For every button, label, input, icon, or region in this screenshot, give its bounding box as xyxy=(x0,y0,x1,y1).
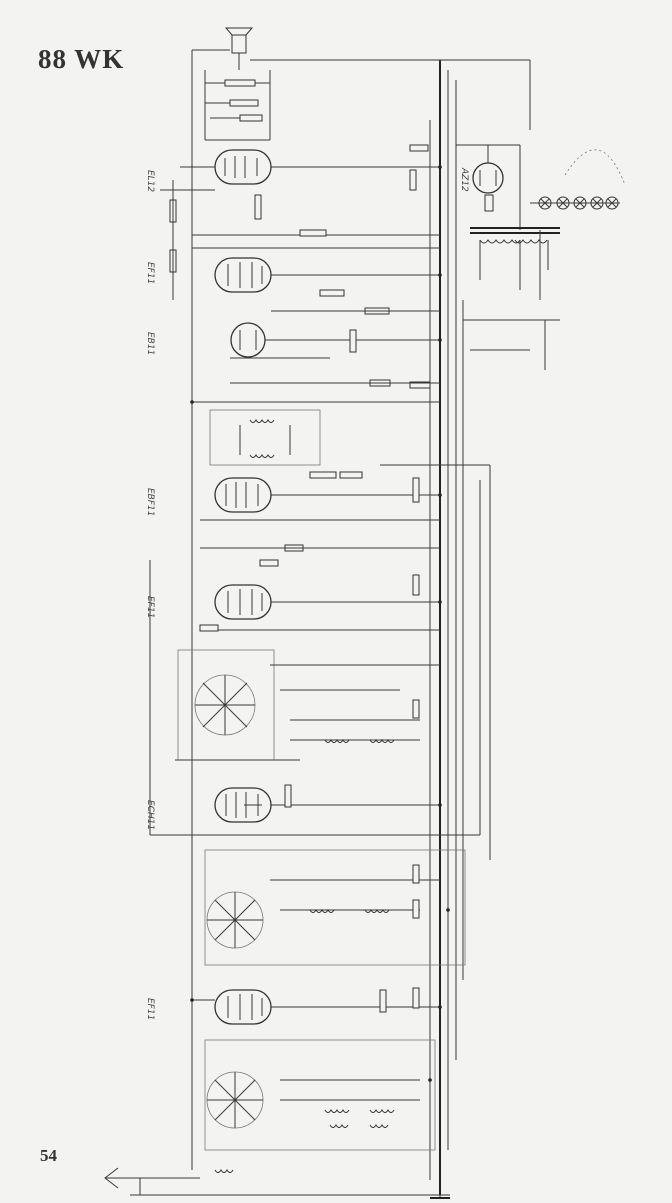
tube-label-ef11-bottom: EF11 xyxy=(145,998,155,1020)
tube-label-ef11-top: EF11 xyxy=(145,262,155,284)
tube-az12 xyxy=(472,162,504,194)
antenna-input xyxy=(104,1167,450,1196)
page-title: 88 WK xyxy=(38,44,125,74)
loudspeaker-icon xyxy=(224,27,254,70)
band-switch-lower xyxy=(204,1039,436,1151)
tube-ef11-top xyxy=(214,257,272,293)
ground-icon xyxy=(430,1195,450,1199)
if-transformer-1 xyxy=(209,409,321,466)
pilot-lamps xyxy=(530,149,626,210)
page-number: 54 xyxy=(40,1146,57,1165)
tube-label-ebf11: EBF11 xyxy=(145,488,155,517)
tube-label-az12: AZ12 xyxy=(459,167,469,192)
tube-label-el12: EL12 xyxy=(145,170,155,192)
tube-ech11 xyxy=(214,787,272,823)
band-switch-middle xyxy=(204,849,466,966)
tube-el12 xyxy=(214,149,272,185)
tube-ef11-bottom xyxy=(214,989,272,1025)
tube-ebf11 xyxy=(214,477,272,513)
tube-label-eb11: EB11 xyxy=(145,332,155,355)
power-transformer xyxy=(470,227,560,290)
tube-eb11 xyxy=(230,322,266,358)
tube-ef11-mid xyxy=(214,584,272,620)
tube-label-ech11: ECH11 xyxy=(145,800,155,830)
output-network xyxy=(204,70,271,141)
